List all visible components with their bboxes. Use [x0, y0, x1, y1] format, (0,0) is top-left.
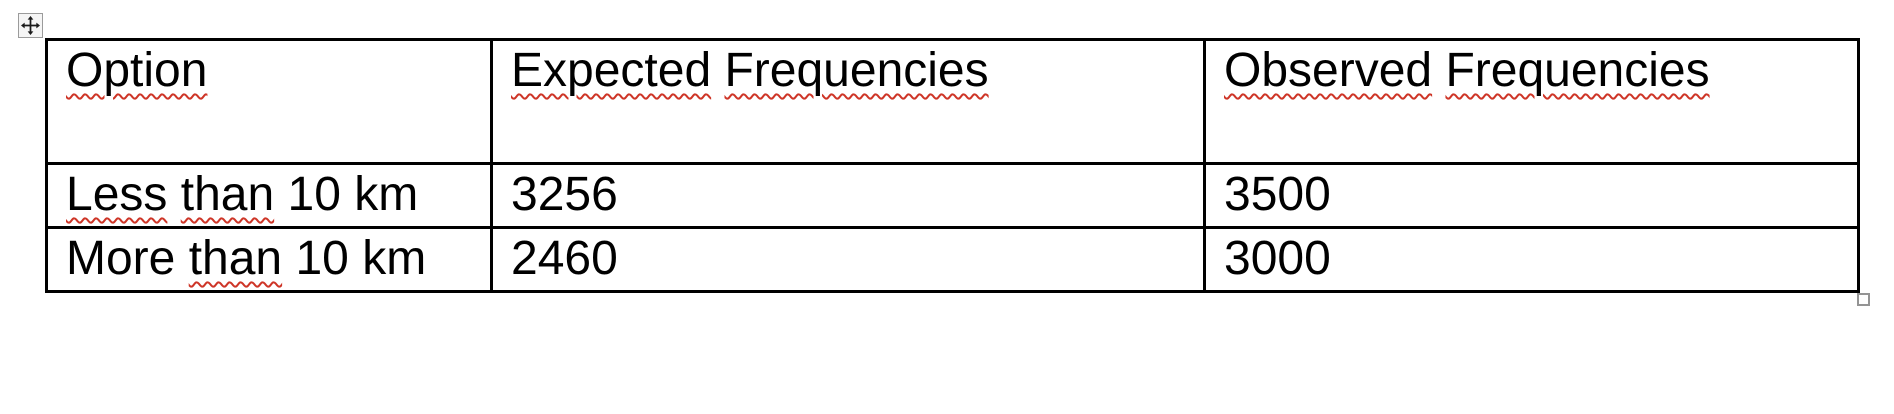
cell-expected-value[interactable]: 3256 — [490, 162, 1206, 229]
header-word: Frequencies — [1445, 44, 1710, 97]
cell-word: 10 — [287, 168, 341, 221]
cell-word: 3256 — [511, 168, 618, 221]
header-word: Frequencies — [724, 44, 989, 97]
header-cell-observed-frequencies[interactable]: Observed Frequencies — [1203, 38, 1860, 165]
table-row: Less than 10 km 3256 3500 — [45, 162, 1860, 229]
table-resize-handle[interactable] — [1857, 293, 1870, 306]
table-row: More than 10 km 2460 3000 — [45, 226, 1860, 293]
cell-word: 3000 — [1224, 232, 1331, 285]
cell-observed-value[interactable]: 3000 — [1203, 226, 1860, 293]
cell-option[interactable]: More than 10 km — [45, 226, 493, 293]
cell-word: 2460 — [511, 232, 618, 285]
cell-observed-value[interactable]: 3500 — [1203, 162, 1860, 229]
cell-word: More — [66, 232, 176, 285]
cell-expected-value[interactable]: 2460 — [490, 226, 1206, 293]
header-word: Observed — [1224, 44, 1433, 97]
move-cross-arrows-icon — [21, 16, 40, 35]
cell-word: than — [180, 168, 275, 221]
cell-word: km — [354, 168, 419, 221]
cell-word: 10 — [295, 232, 349, 285]
header-cell-expected-frequencies[interactable]: Expected Frequencies — [490, 38, 1206, 165]
header-cell-option[interactable]: Option — [45, 38, 493, 165]
cell-word: 3500 — [1224, 168, 1331, 221]
table-header-row: Option Expected Frequencies Observed Fre… — [45, 38, 1860, 165]
header-word: Option — [66, 44, 208, 97]
cell-option[interactable]: Less than 10 km — [45, 162, 493, 229]
frequencies-table: Option Expected Frequencies Observed Fre… — [45, 38, 1860, 293]
header-word: Expected — [511, 44, 712, 97]
cell-word: km — [362, 232, 427, 285]
cell-word: Less — [66, 168, 168, 221]
cell-word: than — [188, 232, 283, 285]
table-move-handle[interactable] — [18, 13, 43, 38]
